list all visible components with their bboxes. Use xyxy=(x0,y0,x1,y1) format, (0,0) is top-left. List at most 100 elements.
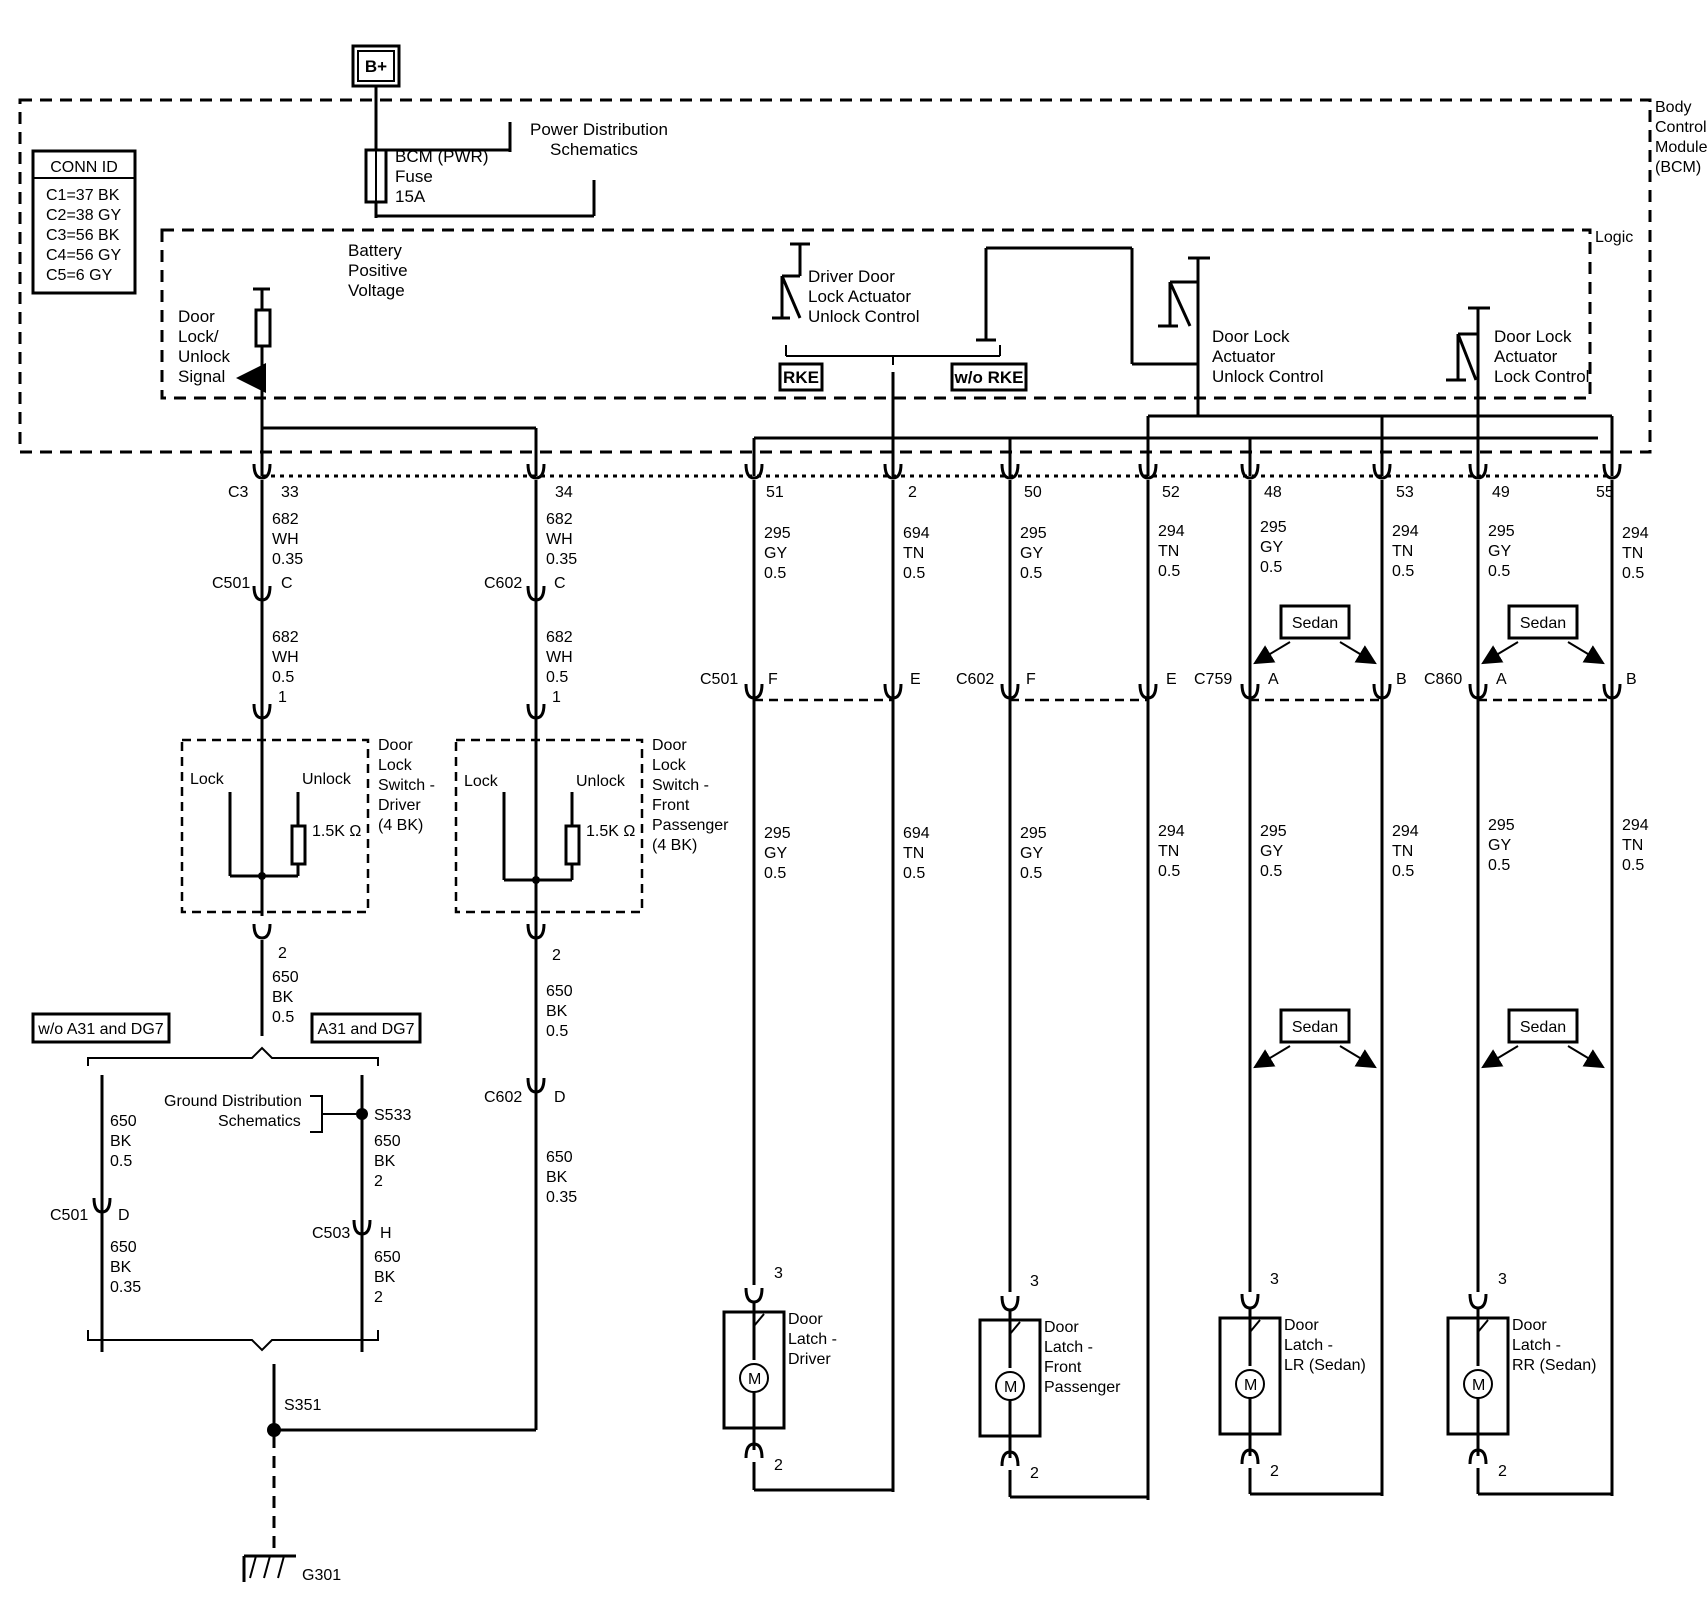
pin-f: F xyxy=(768,671,778,688)
pin-2: 2 xyxy=(278,945,287,962)
latch-label: Door xyxy=(788,1311,823,1328)
conn-id-row: C1=37 BK xyxy=(46,187,120,204)
wire-label: 294 xyxy=(1622,525,1649,542)
wire-05-2: 0.5 xyxy=(272,669,294,686)
wire-label: TN xyxy=(1622,545,1643,562)
latch-switch xyxy=(1477,1319,1489,1333)
pin-3: 3 xyxy=(1030,1273,1039,1290)
signal-label-2: Lock/ xyxy=(178,327,219,346)
connector-terminal xyxy=(883,463,903,480)
wire-label: 294 xyxy=(1392,823,1419,840)
latch-label: Latch - xyxy=(1044,1339,1093,1356)
actuator-circuits: C501 F E C602 F E C759 A B C860 A B Seda… xyxy=(700,480,1637,1500)
wire-label: 0.5 xyxy=(1622,565,1644,582)
bcm-label-4: (BCM) xyxy=(1655,159,1701,176)
lock-label: Lock xyxy=(190,771,225,788)
wire-label: 0.5 xyxy=(1260,863,1282,880)
wire-label: TN xyxy=(1392,843,1413,860)
connector-terminal xyxy=(1468,1293,1488,1310)
connector-terminal xyxy=(1602,463,1622,480)
conn-id-row: C5=6 GY xyxy=(46,267,113,284)
lock-ctrl-label-2: Actuator xyxy=(1494,347,1558,366)
wire-label: 0.5 xyxy=(903,565,925,582)
wire-label: 0.5 xyxy=(1020,565,1042,582)
wire-bk: BK xyxy=(110,1133,132,1150)
wo-rke-label: w/o RKE xyxy=(954,368,1024,387)
motor-label: M xyxy=(1244,1377,1257,1394)
connector-terminal xyxy=(744,463,764,480)
wire-035: 0.35 xyxy=(546,1189,577,1206)
wire-label: TN xyxy=(1392,543,1413,560)
fuse-label-3: 15A xyxy=(395,187,426,206)
driver-unlock-label-1: Driver Door xyxy=(808,267,895,286)
wire-05: 0.5 xyxy=(110,1153,132,1170)
wire-650: 650 xyxy=(110,1239,137,1256)
wire-label: 0.5 xyxy=(764,865,786,882)
pin-53: 53 xyxy=(1396,484,1414,501)
connector-terminal xyxy=(1240,1293,1260,1310)
pin-2: 2 xyxy=(1498,1463,1507,1480)
pin-e: E xyxy=(1166,671,1177,688)
wire-label: GY xyxy=(1020,845,1043,862)
pin-a: A xyxy=(1496,671,1507,688)
latch-label: Door xyxy=(1512,1317,1547,1334)
pin-2: 2 xyxy=(1030,1465,1039,1482)
latch-switch xyxy=(753,1313,765,1327)
unlock-control-relay: Door Lock Actuator Unlock Control xyxy=(1158,256,1324,416)
pin-52: 52 xyxy=(1162,484,1180,501)
pin-e: E xyxy=(910,671,921,688)
wire-label: 0.5 xyxy=(1488,857,1510,874)
pin-b: B xyxy=(1396,671,1407,688)
wire-682-2: 682 xyxy=(272,629,299,646)
wire-label: 0.5 xyxy=(764,565,786,582)
pin-51: 51 xyxy=(766,484,784,501)
wire-682-2: 682 xyxy=(546,629,573,646)
connector-terminal xyxy=(252,463,272,480)
bcm-label-1: Body xyxy=(1655,99,1691,116)
pin-a: A xyxy=(1268,671,1279,688)
pass-switch-label-5: Passenger xyxy=(652,817,729,834)
wire-035: 0.35 xyxy=(110,1279,141,1296)
unlock-ctrl-label-1: Door Lock xyxy=(1212,327,1290,346)
latch-label: Door xyxy=(1284,1317,1319,1334)
pin-48: 48 xyxy=(1264,484,1282,501)
wire-label: 0.5 xyxy=(1260,559,1282,576)
pin-f: F xyxy=(1026,671,1036,688)
wire-650: 650 xyxy=(546,983,573,1000)
latch-label: Driver xyxy=(788,1351,831,1368)
passenger-switch-circuit: 682 WH 0.35 C602 C 682 WH 0.5 1 Lock Unl… xyxy=(274,480,729,1432)
conn-id-row: C3=56 BK xyxy=(46,227,120,244)
wire-bk: BK xyxy=(374,1269,396,1286)
wire-bk: BK xyxy=(546,1169,568,1186)
conn-id-box: CONN ID C1=37 BK C2=38 GY C3=56 BK C4=56… xyxy=(31,149,137,295)
sedan-label: Sedan xyxy=(1520,1019,1566,1036)
wire-05-2: 0.5 xyxy=(546,669,568,686)
unlock-ctrl-label-2: Actuator xyxy=(1212,347,1276,366)
motor-label: M xyxy=(1472,1377,1485,1394)
driver-unlock-label-2: Lock Actuator xyxy=(808,287,911,306)
wire-label: 294 xyxy=(1158,523,1185,540)
b-plus-supply: B+ xyxy=(351,44,401,150)
driver-switch-label-4: Driver xyxy=(378,797,421,814)
connector-terminal xyxy=(1240,1448,1260,1465)
ground-dist-label-1: Ground Distribution xyxy=(164,1093,302,1110)
resistor-label: 1.5K Ω xyxy=(586,823,635,840)
connector-terminal xyxy=(744,1442,764,1459)
wire-label: 0.5 xyxy=(1488,563,1510,580)
pin-2: 2 xyxy=(1270,1463,1279,1480)
logic-label: Logic xyxy=(1595,229,1633,246)
unlock-label: Unlock xyxy=(576,773,626,790)
pin-2: 2 xyxy=(774,1457,783,1474)
pin-2: 2 xyxy=(908,484,917,501)
connector-terminal xyxy=(1468,1448,1488,1465)
wire-label: 694 xyxy=(903,825,930,842)
pin-d: D xyxy=(118,1207,130,1224)
wire-label: 0.5 xyxy=(1020,865,1042,882)
c501-label: C501 xyxy=(700,671,738,688)
battery-label-2: Positive xyxy=(348,261,408,280)
latch-label: LR (Sedan) xyxy=(1284,1357,1366,1374)
c501-label: C501 xyxy=(50,1207,88,1224)
lock-control-relay: Door Lock Actuator Lock Control xyxy=(1446,306,1589,414)
latch-label: Passenger xyxy=(1044,1379,1121,1396)
